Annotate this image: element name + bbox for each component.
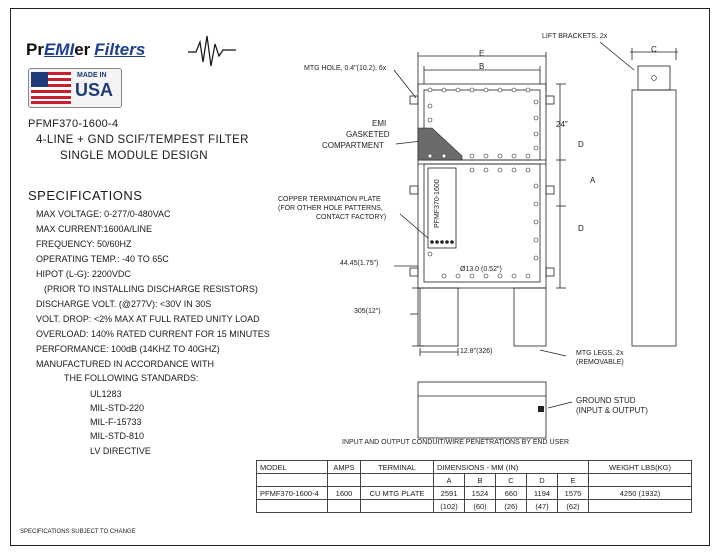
dim-d-lower-label: D — [578, 224, 584, 233]
spec-item: THE FOLLOWING STANDARDS: — [64, 373, 199, 383]
spec-item: MANUFACTURED IN ACCORDANCE WITH — [36, 359, 215, 369]
header-model: MODEL — [256, 460, 328, 474]
dim-letter: D — [526, 473, 558, 487]
spec-item: OVERLOAD: 140% RATED CURRENT FOR 15 MINU… — [36, 329, 270, 339]
copper-plate-line3: CONTACT FACTORY) — [316, 214, 387, 221]
mtg-hole-label: MTG HOLE, 0.4"(10.2), 6x — [304, 65, 387, 72]
dim-letter: A — [433, 473, 465, 487]
spec-item: FREQUENCY: 50/60HZ — [36, 239, 132, 249]
table-row: (102) (60) (26) (47) (62) — [256, 499, 692, 513]
conduit-note: INPUT AND OUTPUT CONDUIT/WIRE PENETRATIO… — [342, 439, 570, 446]
logo-emi: EMI — [43, 40, 75, 59]
standard-item: MIL-F-15733 — [90, 417, 142, 427]
dim-hole-label: Ø13.0 (0.52") — [460, 266, 502, 273]
page-frame — [10, 8, 710, 546]
dim-letter: B — [464, 473, 496, 487]
spec-item: HIPOT (L-G): 2200VDC — [36, 269, 131, 279]
table-header-row: MODEL AMPS TERMINAL DIMENSIONS - MM (IN)… — [256, 460, 692, 474]
dim-letter: E — [557, 473, 589, 487]
table-row: A B C D E — [256, 473, 692, 487]
dim-a-label: A — [590, 176, 596, 185]
mtg-legs-line2: (REMOVABLE) — [576, 359, 624, 366]
header-amps: AMPS — [327, 460, 361, 474]
spec-item: (PRIOR TO INSTALLING DISCHARGE RESISTORS… — [44, 284, 258, 294]
header-dimensions: DIMENSIONS - MM (IN) — [433, 460, 589, 474]
emi-gasketed-line2: GASKETED — [346, 130, 390, 139]
header-terminal: TERMINAL — [360, 460, 434, 474]
badge-line2: USA — [75, 80, 114, 100]
cell-inch: (60) — [464, 499, 496, 513]
cell-model: PFMF370-1600-4 — [256, 486, 328, 500]
standard-item: UL1283 — [90, 389, 122, 399]
cell-mm: 1524 — [464, 486, 496, 500]
cell-mm: 2591 — [433, 486, 465, 500]
spec-item: PERFORMANCE: 100dB (14KHZ TO 40GHZ) — [36, 344, 220, 354]
dim-letter: C — [495, 473, 527, 487]
dim-305-label: 305(12") — [354, 308, 381, 315]
logo-filters: Filters — [94, 40, 146, 59]
emi-gasketed-line1: EMI — [372, 119, 387, 128]
model-spec-table: MODEL AMPS TERMINAL DIMENSIONS - MM (IN)… — [256, 460, 692, 513]
specs-heading: SPECIFICATIONS — [28, 188, 143, 203]
spec-item: MAX VOLTAGE: 0-277/0-480VAC — [36, 209, 171, 219]
cell-inch: (62) — [557, 499, 589, 513]
dim-d-upper-label: D — [578, 140, 584, 149]
logo-pre: Pr — [26, 40, 44, 59]
logo-post: er — [74, 40, 91, 59]
model-number: PFMF370-1600-4 — [28, 118, 119, 130]
made-in-usa-badge: MADE IN USA — [28, 68, 122, 108]
cell-inch: (26) — [495, 499, 527, 513]
standard-item: LV DIRECTIVE — [90, 446, 151, 456]
ground-stud-line2: (INPUT & OUTPUT) — [576, 406, 648, 415]
spec-item: MAX CURRENT:1600A/LINE — [36, 224, 153, 234]
cell-inch: (47) — [526, 499, 558, 513]
table-row: PFMF370-1600-4 1600 CU MTG PLATE 2591 15… — [256, 486, 692, 500]
dim-b-label: B — [479, 62, 485, 71]
lift-brackets-label: LIFT BRACKETS, 2x — [542, 33, 608, 40]
cell-mm: 1194 — [526, 486, 558, 500]
spec-item: DISCHARGE VOLT. (@277V): <30V IN 30S — [36, 299, 212, 309]
dim-e-label: E — [479, 49, 485, 58]
cell-terminal: CU MTG PLATE — [360, 486, 434, 500]
product-title: 4-LINE + GND SCIF/TEMPEST FILTER — [36, 134, 249, 146]
dim-128-label: 12.8"(326) — [460, 348, 493, 355]
cell-mm: 1575 — [557, 486, 589, 500]
footnote: SPECIFICATIONS SUBJECT TO CHANGE — [20, 529, 136, 535]
standard-item: MIL-STD-810 — [90, 431, 145, 441]
copper-plate-line1: COPPER TERMINATION PLATE — [278, 196, 381, 203]
spec-item: OPERATING TEMP.: -40 TO 65C — [36, 254, 169, 264]
standard-item: MIL-STD-220 — [90, 403, 145, 413]
header-weight: WEIGHT LBS(KG) — [588, 460, 692, 474]
badge-line1: MADE IN — [77, 72, 107, 79]
product-subtitle: SINGLE MODULE DESIGN — [60, 150, 208, 162]
cell-inch: (102) — [433, 499, 465, 513]
dim-c-label: C — [651, 45, 657, 54]
cell-amps: 1600 — [327, 486, 361, 500]
dim-4445-label: 44.45(1.75") — [340, 260, 379, 267]
waveform-icon — [188, 35, 236, 67]
cell-weight: 4250 (1932) — [588, 486, 692, 500]
emi-gasketed-line3: COMPARTMENT — [322, 141, 384, 150]
usa-flag-icon — [31, 72, 71, 104]
dim-24-label: 24" — [556, 120, 568, 129]
vertical-model-label: PFMF370-1600 — [434, 179, 441, 228]
mtg-legs-line1: MTG LEGS, 2x — [576, 350, 624, 357]
ground-stud-line1: GROUND STUD — [576, 396, 636, 405]
cell-mm: 660 — [495, 486, 527, 500]
spec-item: VOLT. DROP: <2% MAX AT FULL RATED UNITY … — [36, 314, 260, 324]
copper-plate-line2: (FOR OTHER HOLE PATTERNS, — [278, 205, 383, 212]
